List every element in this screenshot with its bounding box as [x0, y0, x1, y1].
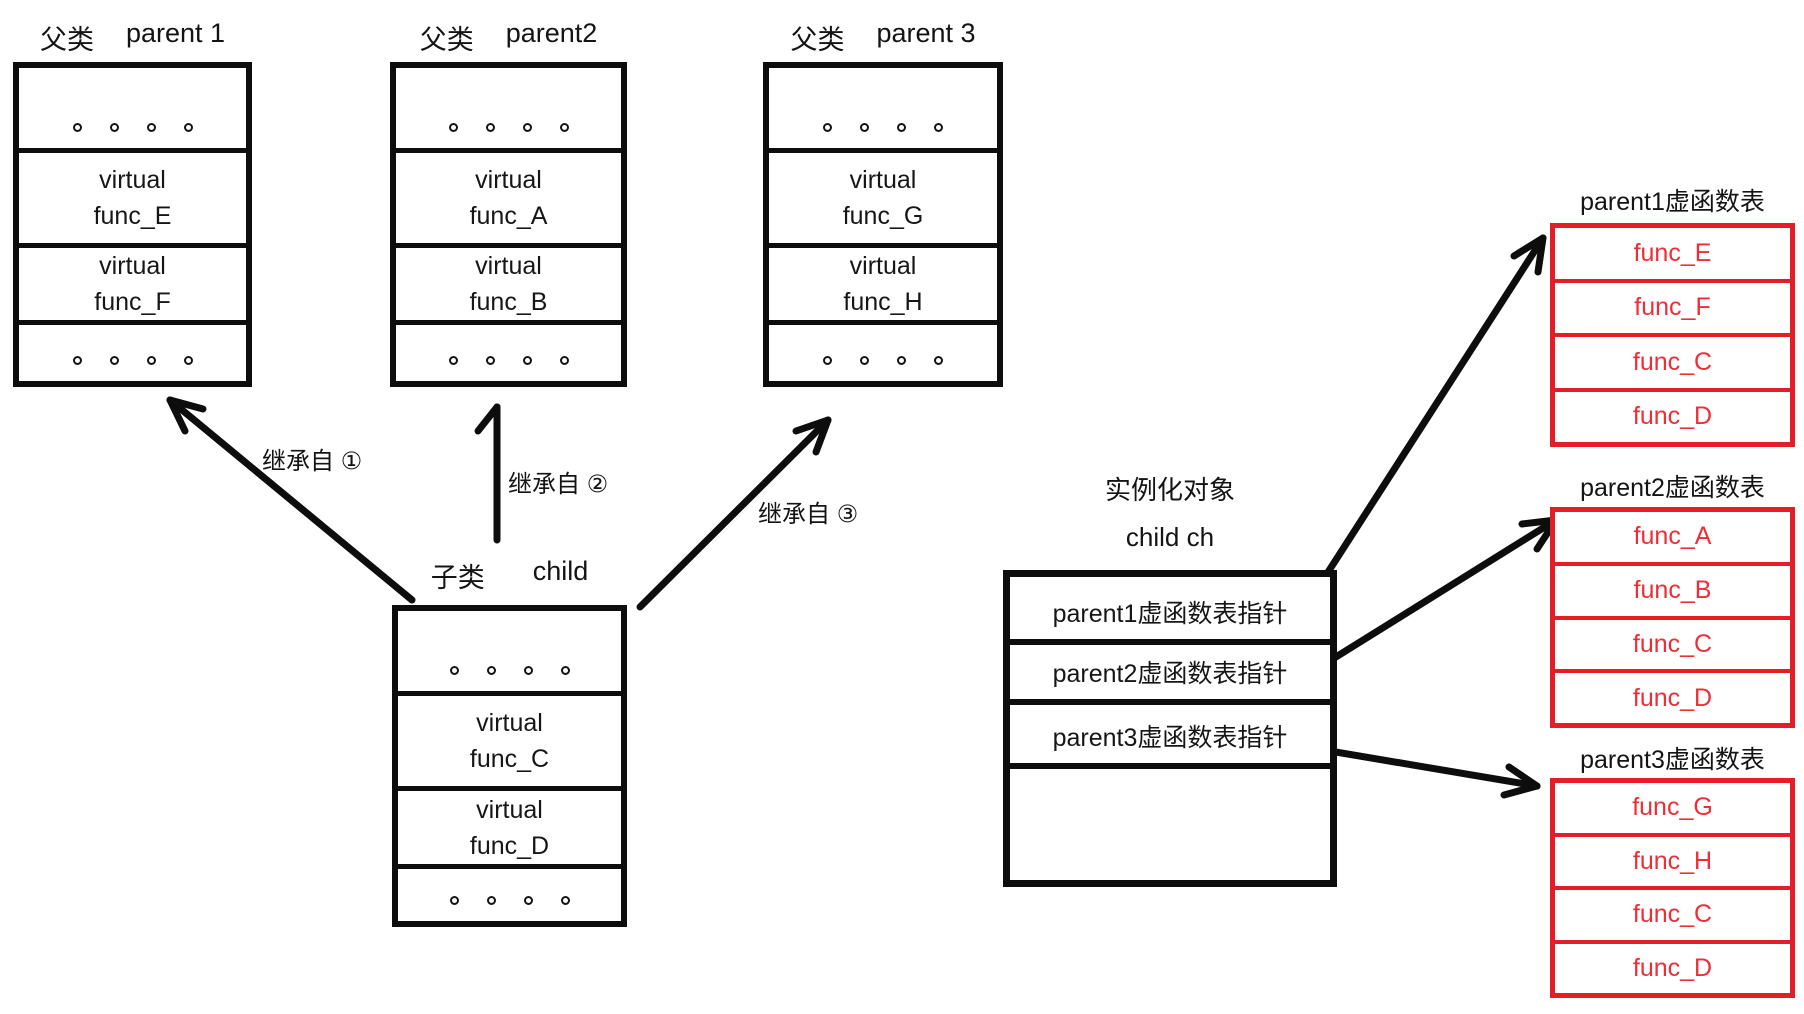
virtual-slot-func-g: virtual func_G — [769, 148, 997, 243]
virtual-slot-func-e: virtual func_E — [19, 148, 246, 243]
object-caption-line1: 实例化对象 — [1104, 475, 1235, 505]
virtual-slot-func-c: virtual func_C — [398, 691, 621, 786]
child-title: 子类 child — [392, 556, 627, 595]
parent3-title: 父类 parent 3 — [763, 18, 1003, 57]
vtable-box-parent1: func_E func_F func_C func_D — [1550, 223, 1795, 447]
inherit-arrow-2 — [474, 403, 501, 544]
parent2-title-en: parent2 — [505, 18, 598, 48]
parent2-title-cn: 父类 — [419, 25, 474, 55]
virtual-keyword: virtual — [849, 166, 917, 194]
vtable-pointer-row-parent1: parent1虚函数表指针 — [1052, 600, 1288, 628]
virtual-keyword: virtual — [476, 709, 543, 737]
vtable-title-parent2: parent2虚函数表 — [1580, 474, 1765, 502]
parent2-class-box: virtual func_A virtual func_B — [390, 62, 627, 387]
virtual-keyword: virtual — [475, 166, 542, 194]
ellipsis-dots — [769, 320, 997, 381]
vtable-entry: func_G — [1632, 793, 1713, 822]
vtable-entry: func_C — [1555, 886, 1790, 940]
vtable-title-parent1: parent1虚函数表 — [1580, 188, 1765, 216]
func-name: func_D — [469, 831, 550, 860]
vtable-box-parent3: func_G func_H func_C func_D — [1550, 778, 1795, 998]
func-name: func_G — [842, 202, 924, 230]
virtual-keyword: virtual — [475, 252, 542, 280]
vtable-entry: func_H — [1555, 832, 1790, 887]
func-name: func_E — [93, 202, 172, 230]
object-empty-row — [1010, 763, 1330, 880]
vtable-pointer-row-parent2: parent2虚函数表指针 — [1010, 639, 1330, 699]
vtable-pointer-arrow-1 — [1308, 234, 1547, 601]
virtual-slot-func-f: virtual func_F — [19, 243, 246, 320]
ellipsis-dots — [398, 611, 621, 691]
ellipsis-dots — [396, 68, 621, 148]
child-class-box: virtual func_C virtual func_D — [392, 605, 627, 927]
vtable-entry: func_C — [1555, 333, 1790, 388]
vtable-entry: func_D — [1555, 387, 1790, 443]
inherit-label-3: 继承自 ③ — [758, 501, 859, 528]
virtual-slot-func-d: virtual func_D — [398, 786, 621, 864]
child-title-cn: 子类 — [430, 563, 485, 593]
parent1-title-cn: 父类 — [39, 25, 94, 55]
virtual-keyword: virtual — [476, 795, 543, 824]
inherit-label-1: 继承自 ① — [262, 448, 363, 475]
ellipsis-dots — [19, 320, 246, 381]
func-name: func_C — [469, 745, 550, 773]
virtual-slot-func-h: virtual func_H — [769, 243, 997, 320]
func-name: func_A — [469, 202, 548, 230]
virtual-slot-func-b: virtual func_B — [396, 243, 621, 320]
func-name: func_H — [843, 288, 923, 316]
virtual-slot-func-a: virtual func_A — [396, 148, 621, 243]
vtable-entry: func_B — [1555, 561, 1790, 616]
vtable-entry: func_C — [1555, 615, 1790, 670]
ellipsis-dots — [396, 320, 621, 381]
vtable-pointer-arrow-3 — [1308, 744, 1541, 799]
func-name: func_F — [94, 288, 171, 316]
object-memory-box: parent1虚函数表指针 parent2虚函数表指针 parent3虚函数表指… — [1003, 570, 1337, 887]
inherit-arrow-1 — [166, 396, 416, 604]
parent2-title: 父类 parent2 — [390, 18, 627, 57]
vtable-entry: func_A — [1633, 522, 1712, 551]
object-caption: 实例化对象 child ch — [1003, 470, 1337, 553]
vtable-entry: func_F — [1555, 278, 1790, 334]
ellipsis-dots — [19, 68, 246, 148]
object-caption-line2: child ch — [1125, 522, 1215, 552]
parent1-title-en: parent 1 — [125, 18, 226, 48]
vtable-entry: func_E — [1633, 238, 1712, 267]
vtable-entry: func_D — [1555, 669, 1790, 723]
virtual-keyword: virtual — [99, 166, 166, 194]
ellipsis-dots — [398, 864, 621, 921]
parent1-class-box: virtual func_E virtual func_F — [13, 62, 252, 387]
vtable-pointer-arrow-2 — [1303, 516, 1560, 679]
parent3-class-box: virtual func_G virtual func_H — [763, 62, 1003, 387]
virtual-keyword: virtual — [99, 252, 166, 280]
func-name: func_B — [469, 288, 548, 316]
vtable-entry: func_D — [1555, 939, 1790, 994]
inherit-label-2: 继承自 ② — [508, 471, 609, 498]
parent3-title-cn: 父类 — [790, 25, 845, 55]
vtable-title-parent3: parent3虚函数表 — [1580, 746, 1765, 774]
ellipsis-dots — [769, 68, 997, 148]
parent1-title: 父类 parent 1 — [13, 18, 252, 57]
vtable-box-parent2: func_A func_B func_C func_D — [1550, 507, 1795, 728]
vtable-pointer-row-parent3: parent3虚函数表指针 — [1010, 699, 1330, 763]
virtual-keyword: virtual — [849, 252, 917, 280]
parent3-title-en: parent 3 — [876, 18, 976, 48]
child-title-en: child — [532, 556, 589, 586]
